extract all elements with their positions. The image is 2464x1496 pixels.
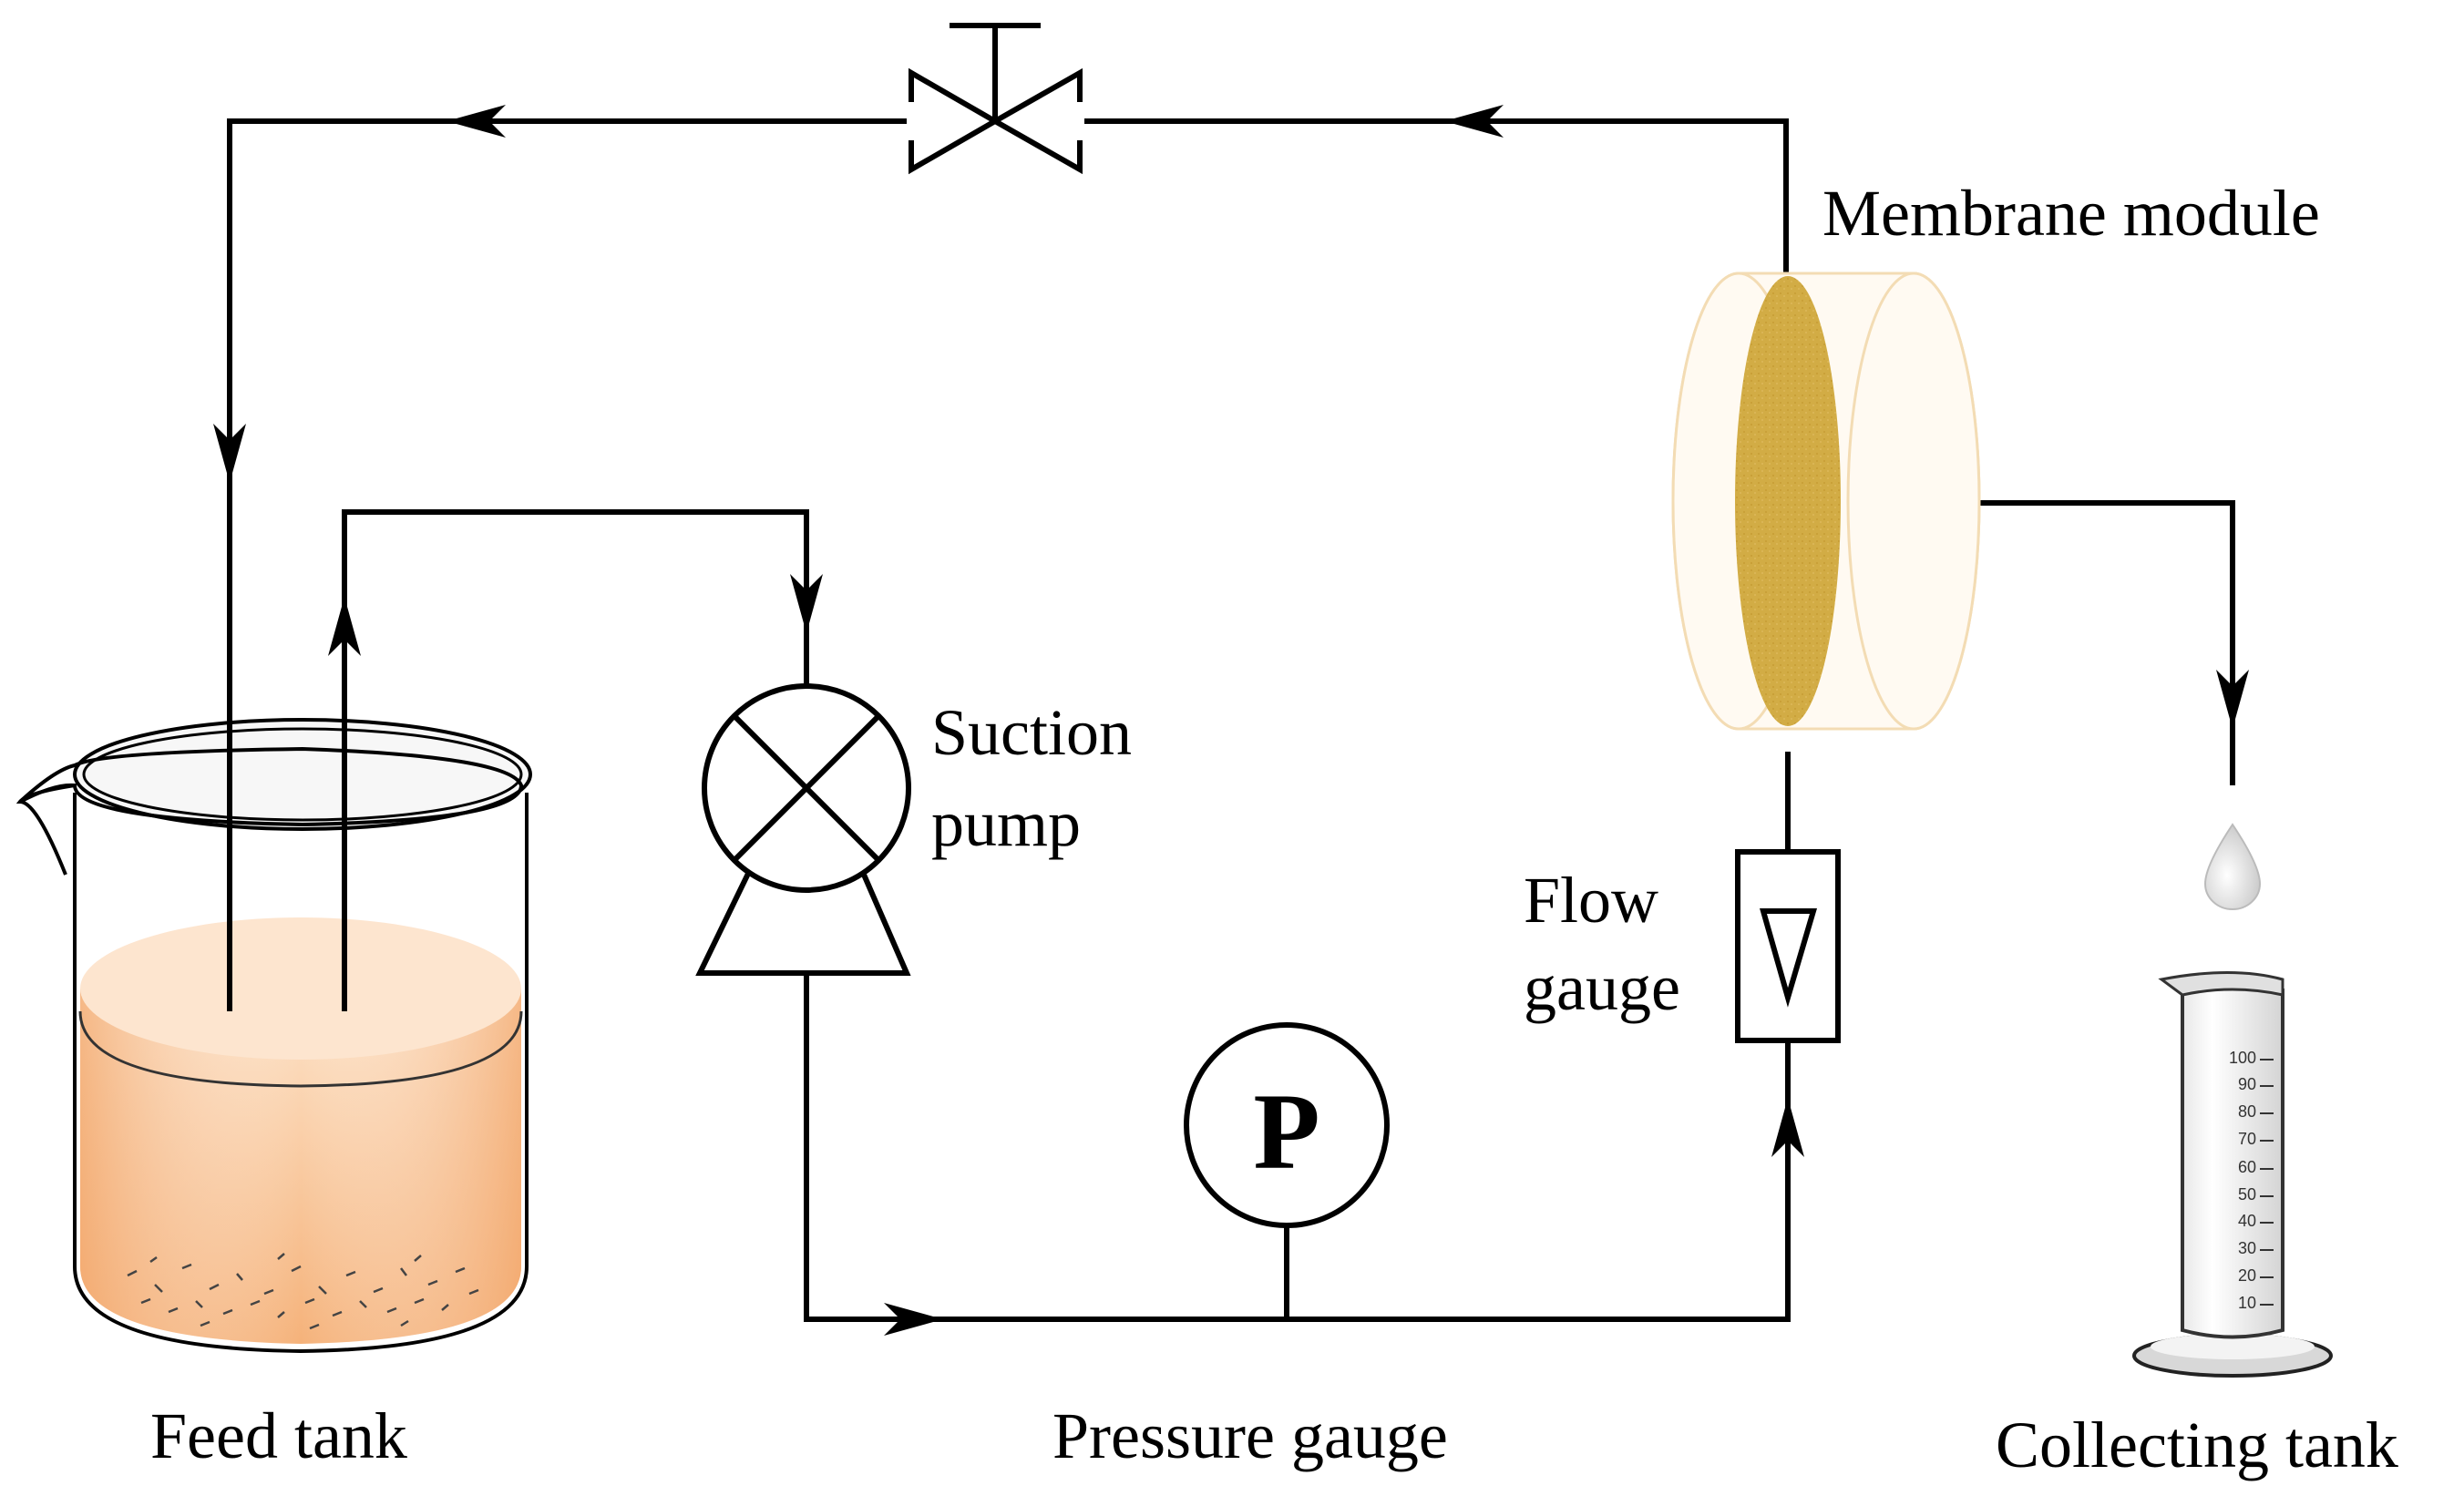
tick-label: 10 <box>2238 1294 2256 1312</box>
flow-gauge-label-line1: Flow <box>1524 864 1658 937</box>
tick-label: 30 <box>2238 1239 2256 1257</box>
tick-label: 90 <box>2238 1075 2256 1093</box>
arrow-up-flowgauge <box>1771 1098 1804 1157</box>
membrane-module <box>1671 272 1981 731</box>
flow-gauge-label-line2: gauge <box>1524 951 1680 1024</box>
valve-icon[interactable] <box>907 23 1084 175</box>
tick-label: 40 <box>2238 1212 2256 1230</box>
arrow-left-top-right <box>1444 105 1504 138</box>
tick-label: 80 <box>2238 1102 2256 1121</box>
arrow-down-return <box>213 424 246 483</box>
permeate-pipe <box>1939 500 2235 785</box>
droplet-icon <box>2203 823 2262 910</box>
membrane-disc <box>1735 276 1841 726</box>
discharge-pipe <box>804 970 1791 1322</box>
tick-label: 60 <box>2238 1158 2256 1176</box>
suction-pump-label-line1: Suction <box>931 696 1132 769</box>
suction-pump-label-line2: pump <box>931 787 1081 860</box>
arrow-left-top-left <box>447 105 506 138</box>
tick-label: 50 <box>2238 1185 2256 1204</box>
tick-label: 20 <box>2238 1266 2256 1285</box>
tick-label: 70 <box>2238 1130 2256 1148</box>
arrow-down-permeate <box>2216 670 2249 729</box>
pressure-gauge-icon[interactable]: P <box>1184 1022 1390 1228</box>
tick-label: 100 <box>2229 1049 2256 1067</box>
cylinder-scale <box>2260 1059 2274 1306</box>
feed-tank-label: Feed tank <box>150 1399 407 1472</box>
sediment-particles <box>127 1253 479 1330</box>
graduated-cylinder: 100 90 80 70 60 50 40 30 20 10 <box>2132 971 2333 1378</box>
flow-gauge-icon[interactable] <box>1735 849 1841 1043</box>
feed-tank-beaker <box>15 718 532 1354</box>
return-pipe <box>1080 118 1789 273</box>
pressure-gauge-label: Pressure gauge <box>1052 1399 1448 1472</box>
arrow-up-suction <box>328 597 361 656</box>
collecting-tank-label: Collecting tank <box>1996 1409 2398 1481</box>
arrow-down-pump <box>790 574 823 633</box>
flow-arrows <box>213 105 2249 1336</box>
membrane-module-label: Membrane module <box>1822 177 2320 250</box>
arrow-right-bottom <box>884 1303 943 1336</box>
pressure-gauge-symbol: P <box>1253 1071 1319 1192</box>
cylinder-tick-labels: 100 90 80 70 60 50 40 30 20 10 <box>2229 1049 2256 1312</box>
suction-pump-icon[interactable] <box>695 683 911 976</box>
